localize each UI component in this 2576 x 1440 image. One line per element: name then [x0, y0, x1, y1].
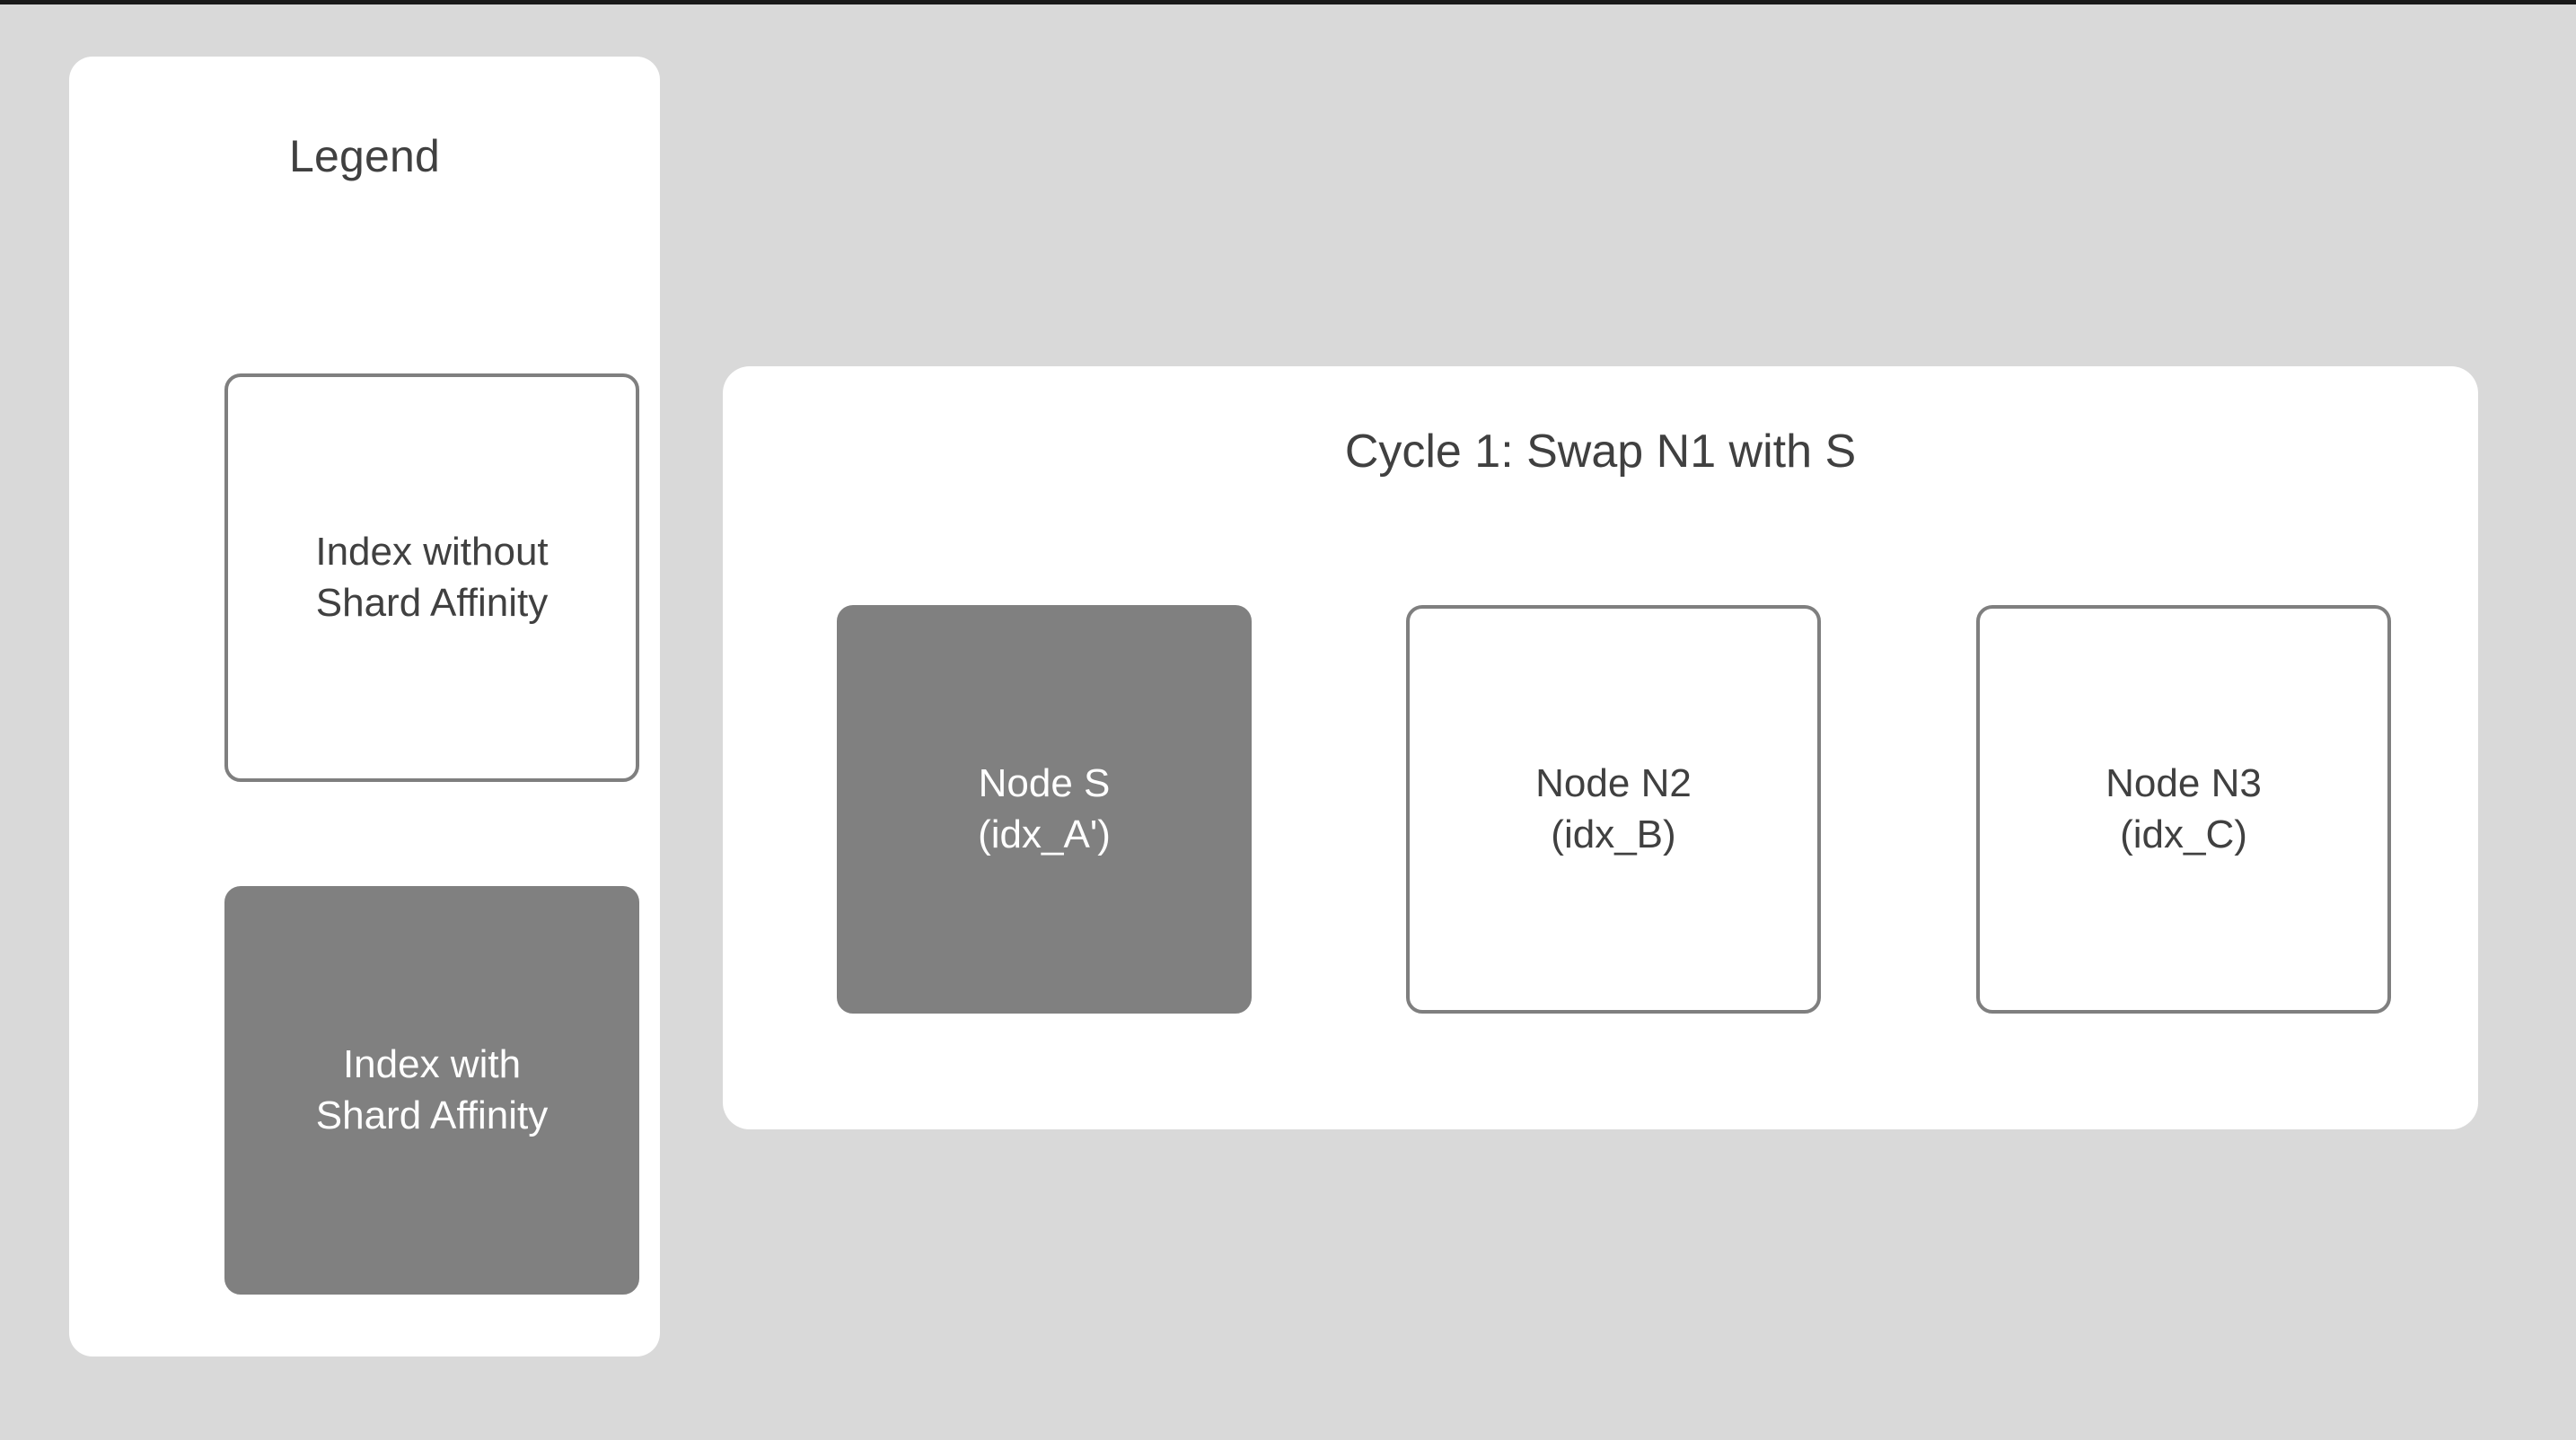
node-label: Node N2 (idx_B) [1535, 761, 1692, 856]
node-box-n2[interactable]: Node N2 (idx_B) [1406, 605, 1821, 1014]
node-label: Node S (idx_A') [978, 761, 1111, 856]
node-label: Node N3 (idx_C) [2106, 761, 2262, 856]
legend-panel: Legend Index without Shard Affinity Inde… [69, 57, 660, 1357]
node-row: Node S (idx_A') Node N2 (idx_B) Node N3 … [723, 605, 2478, 1014]
legend-title: Legend [288, 131, 441, 181]
cycle-panel: Cycle 1: Swap N1 with S Node S (idx_A') … [723, 366, 2478, 1129]
legend-item-index-with-shard-affinity[interactable]: Index with Shard Affinity [224, 886, 639, 1295]
legend-item-label: Index without Shard Affinity [315, 530, 549, 625]
node-box-n3[interactable]: Node N3 (idx_C) [1976, 605, 2391, 1014]
top-edge-rule [0, 0, 2576, 4]
cycle-panel-title: Cycle 1: Swap N1 with S [1344, 426, 1857, 478]
node-box-s[interactable]: Node S (idx_A') [837, 605, 1252, 1014]
legend-item-label: Index with Shard Affinity [315, 1042, 549, 1137]
legend-item-index-without-shard-affinity[interactable]: Index without Shard Affinity [224, 373, 639, 782]
